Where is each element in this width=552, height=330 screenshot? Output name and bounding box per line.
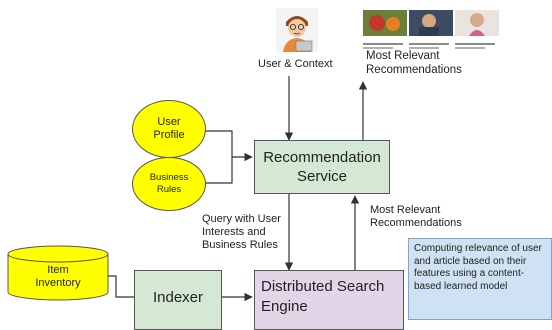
article-thumbnail <box>409 10 453 49</box>
user-with-laptop-icon <box>276 8 318 52</box>
most-relevant-top-label: Most Relevant Recommendations <box>366 50 462 76</box>
connector-business-rules <box>205 157 233 184</box>
most-relevant-mid-label: Most Relevant Recommendations <box>370 204 462 229</box>
user-profile-label: User Profile <box>153 116 185 141</box>
article-thumbnails-icon <box>363 10 501 49</box>
relevance-note: Computing relevance of user and article … <box>408 238 552 320</box>
diagram-connectors <box>7 76 368 302</box>
business-rules-label: Business Rules <box>149 172 189 195</box>
indexer-node: Indexer <box>134 270 222 330</box>
architecture-diagram: User & Context Most Relevant Recommendat… <box>7 8 552 330</box>
user-profile-node: User Profile <box>132 100 206 158</box>
distributed-search-engine-node: Distributed Search Engine <box>254 270 404 330</box>
item-inventory-cylinder <box>7 245 109 301</box>
item-inventory-label: Item Inventory <box>35 264 81 289</box>
connector-user-profile <box>205 130 233 157</box>
query-label: Query with User Interests and Business R… <box>202 213 281 251</box>
connector-inventory-indexer <box>108 275 134 298</box>
distributed-search-engine-label: Distributed Search Engine <box>261 278 385 315</box>
business-rules-node: Business Rules <box>132 157 206 211</box>
article-thumbnail <box>455 10 499 49</box>
user-context-label: User & Context <box>258 58 333 70</box>
article-thumbnail <box>363 10 407 49</box>
recommendation-service-node: Recommendation Service <box>254 140 390 194</box>
recommendation-service-label: Recommendation Service <box>263 149 381 185</box>
relevance-note-text: Computing relevance of user and article … <box>414 243 542 292</box>
indexer-label: Indexer <box>152 289 204 306</box>
